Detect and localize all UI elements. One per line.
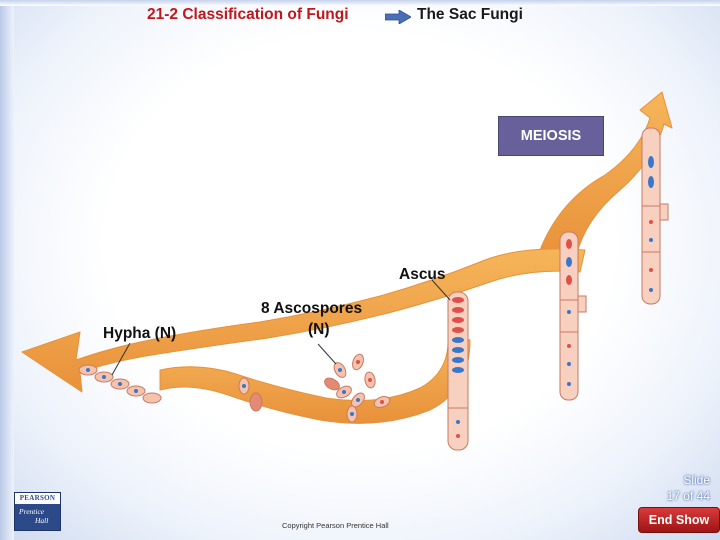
ascospores-label-line2: (N) [308, 321, 330, 338]
topic-title: The Sac Fungi [417, 6, 523, 23]
slide-frame-left [0, 0, 14, 540]
logo-hall-text: Hall [35, 516, 49, 525]
developing-ascus-2 [641, 127, 669, 305]
section-title: 21-2 Classification of Fungi [147, 6, 349, 23]
ascus [431, 279, 469, 451]
slide-header: 21-2 Classification of Fungi The Sac Fun… [0, 6, 720, 26]
slide-label: Slide [683, 473, 710, 487]
slide-number: Slide 17 of 44 [652, 472, 710, 504]
cycle-arrow [21, 91, 673, 424]
logo-prentice-text: Prentice [19, 507, 45, 516]
developing-ascus-1 [559, 231, 587, 401]
right-arrow-icon [385, 10, 411, 24]
meiosis-label: MEIOSIS [498, 116, 604, 156]
end-show-button[interactable]: End Show [638, 507, 720, 533]
slide-position: 17 of 44 [666, 489, 710, 503]
pearson-prentice-hall-logo: PEARSON Prentice Hall [14, 492, 61, 531]
copyright-text: Copyright Pearson Prentice Hall [282, 521, 389, 530]
hypha-chain [78, 342, 162, 404]
germinating-spores [238, 377, 263, 412]
ascospores [317, 343, 391, 423]
hypha-label: Hypha (N) [103, 325, 177, 342]
slide-frame-top [0, 0, 720, 6]
ascus-label: Ascus [399, 266, 446, 283]
ascospores-label-line1: 8 Ascospores [261, 300, 363, 317]
logo-pearson-text: PEARSON [15, 493, 60, 505]
